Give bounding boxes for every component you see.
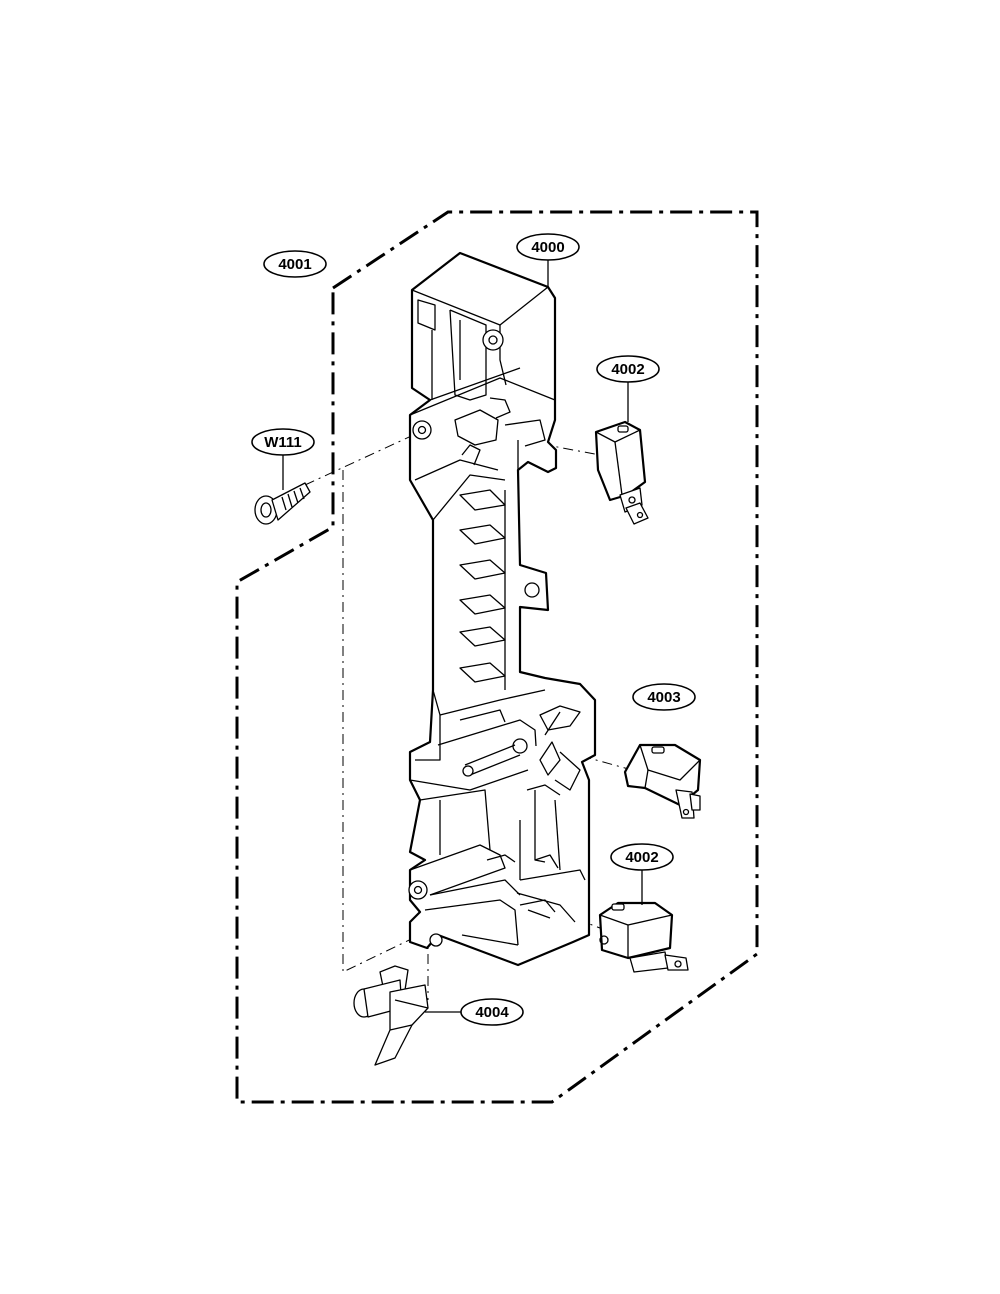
switch-mid-leader [559, 749, 633, 771]
switch-4002-top [594, 420, 649, 525]
ladder-slots [459, 489, 506, 683]
switch-4002-bottom [598, 901, 689, 973]
callout-4000-label: 4000 [531, 239, 564, 256]
callout-4002-top: 4002 [596, 355, 660, 422]
screw-guide-line [342, 470, 431, 973]
callout-4004-label: 4004 [475, 1004, 509, 1021]
callout-4002-top-label: 4002 [611, 361, 644, 378]
callout-4000: 4000 [516, 233, 580, 287]
callout-w111: W111 [251, 428, 315, 490]
latch-board-4000 [408, 251, 597, 967]
assembly-boundary [235, 210, 759, 1104]
switch-top-leader [519, 439, 601, 456]
callout-4002-bottom-label: 4002 [625, 849, 658, 866]
callout-4001: 4001 [263, 250, 327, 278]
lever-4004 [353, 965, 429, 1066]
callout-w111-label: W111 [264, 434, 302, 451]
callout-4002-bottom: 4002 [610, 843, 674, 905]
callout-4003-label: 4003 [647, 689, 680, 706]
callout-4001-label: 4001 [278, 256, 311, 273]
switch-4003 [623, 743, 702, 819]
screw-w111 [254, 482, 311, 525]
screw-leader-line [304, 431, 421, 486]
callout-4004: 4004 [425, 998, 524, 1026]
callout-4003: 4003 [632, 683, 696, 711]
